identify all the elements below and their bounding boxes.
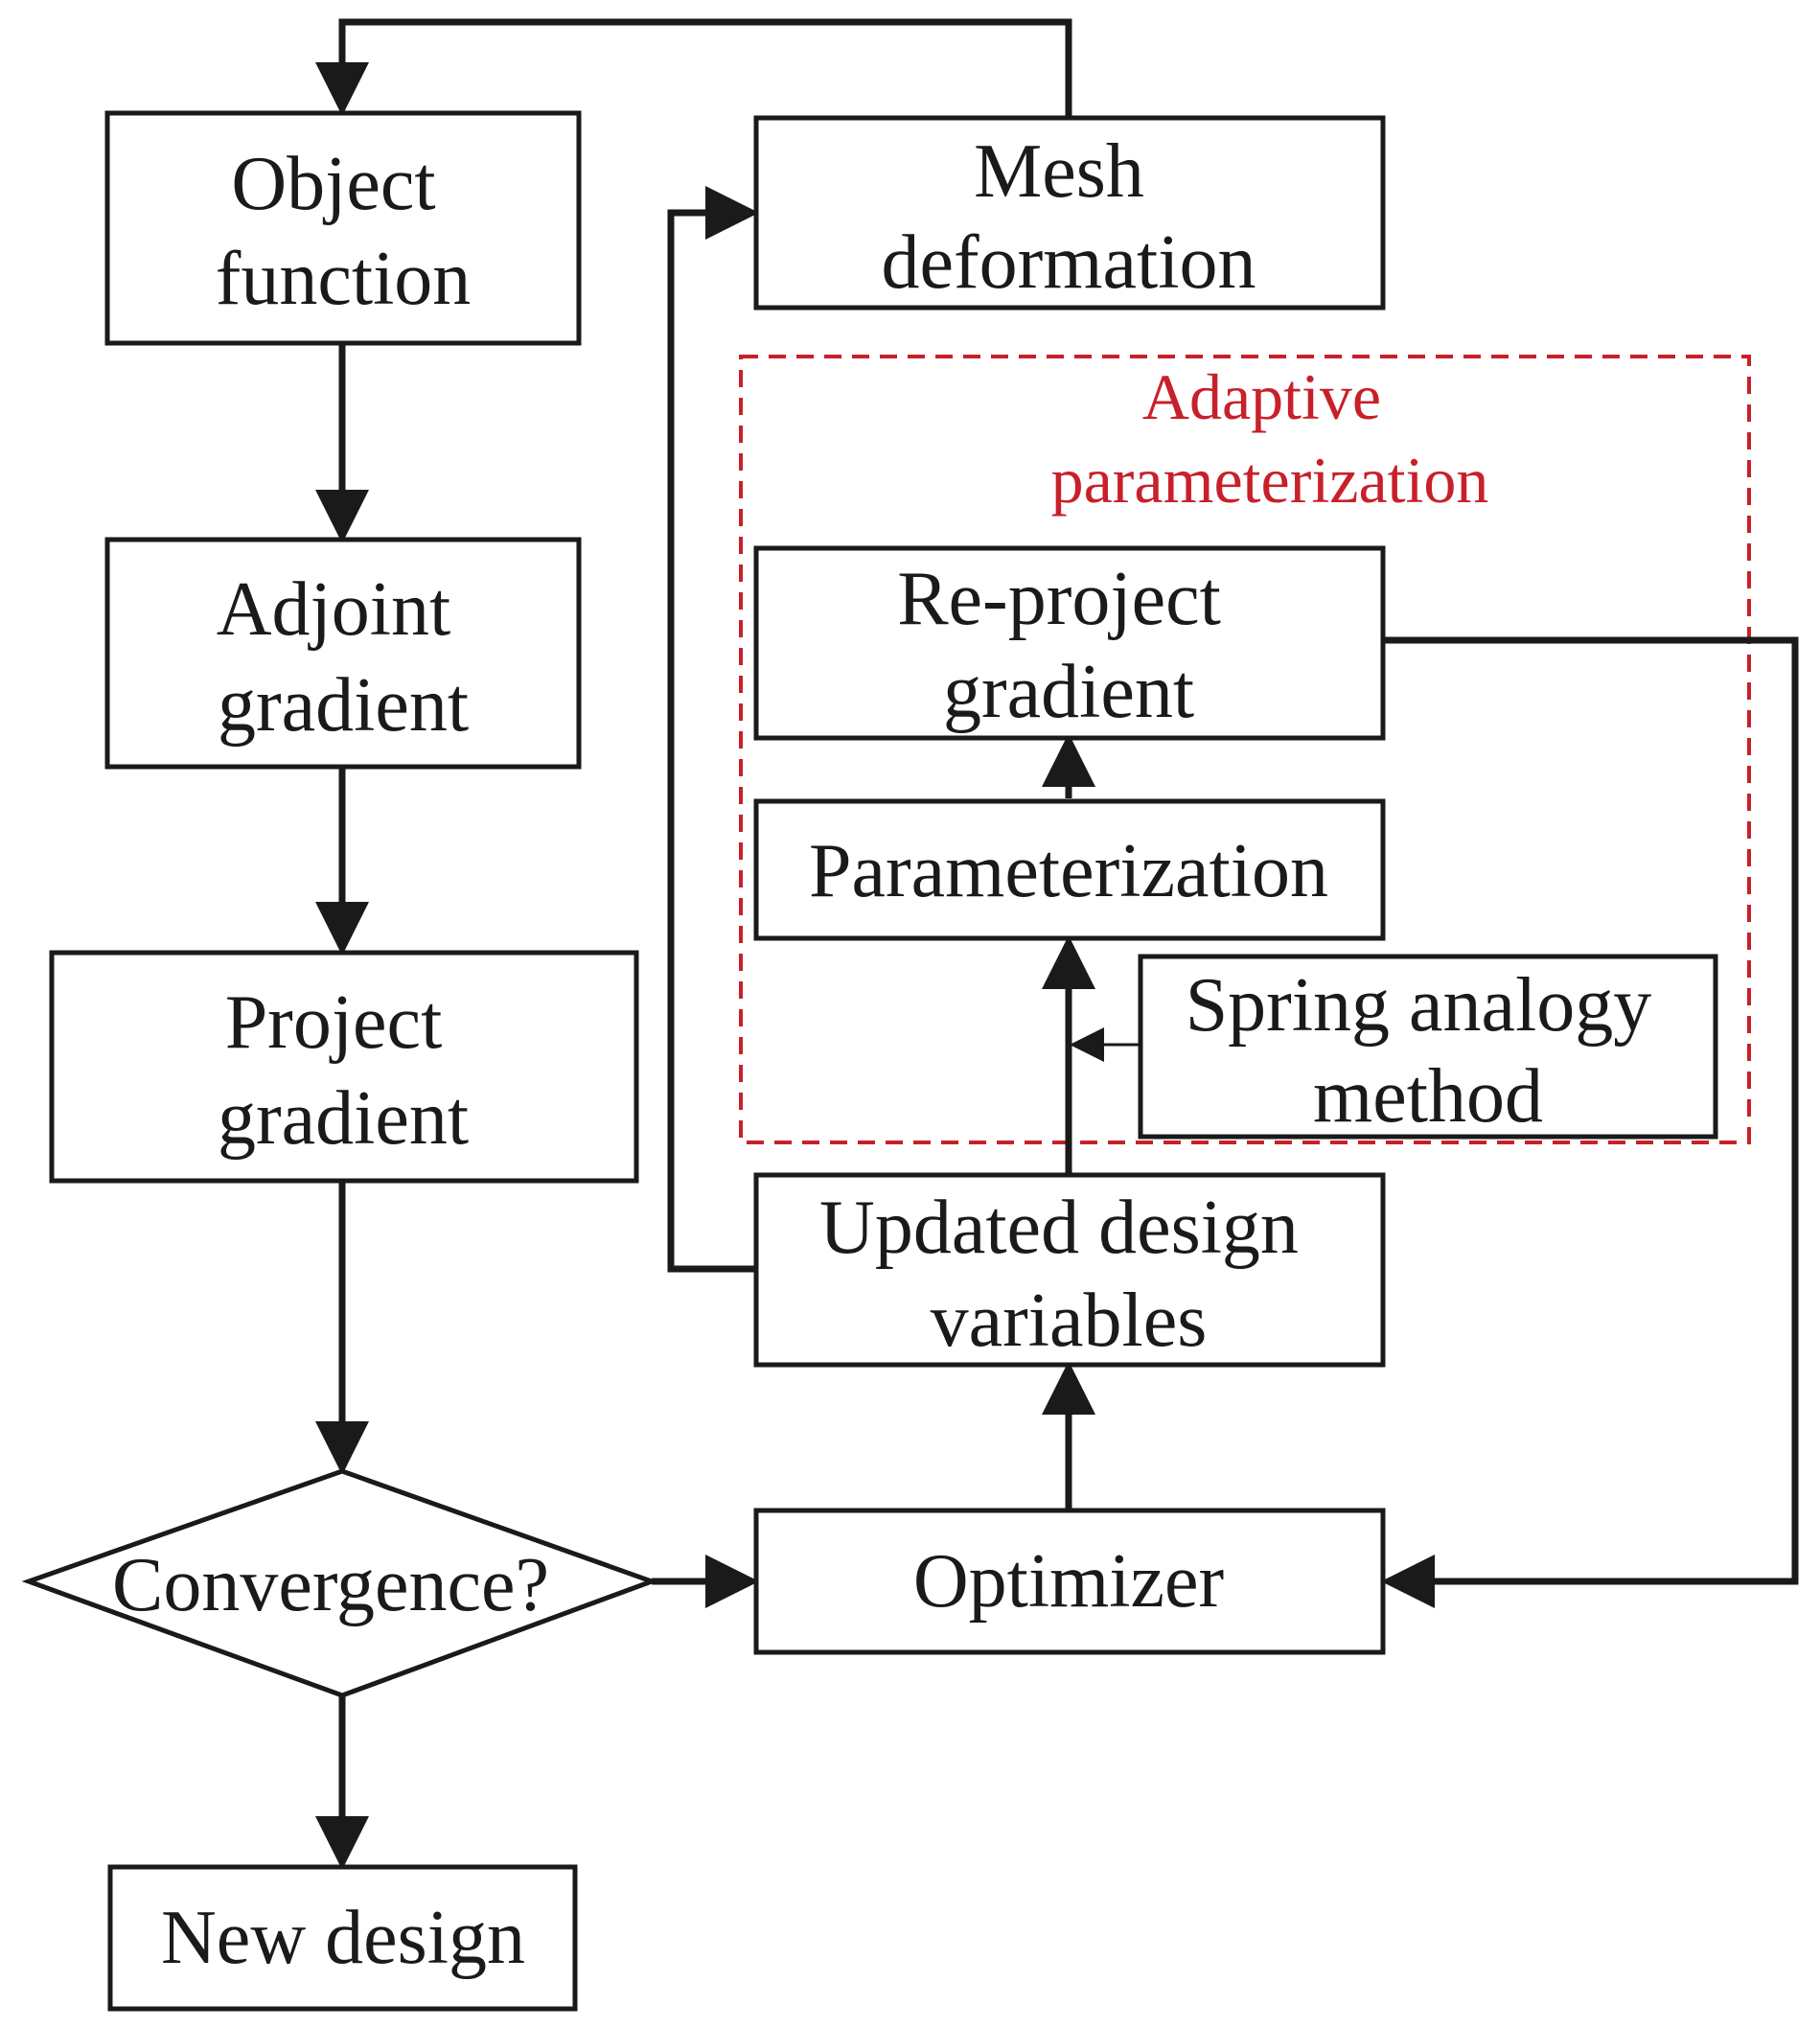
region-label-line-2: parameterization: [1051, 444, 1489, 517]
node-mesh-deformation: Mesh deformation: [753, 115, 1386, 311]
new-design-label: New design: [161, 1896, 525, 1980]
node-convergence: Convergence?: [21, 1468, 659, 1698]
optimizer-label: Optimizer: [913, 1539, 1224, 1624]
svg-text:Adjoint gradient: Adjoint gradient: [217, 567, 470, 748]
svg-text:Convergence?: Convergence?: [112, 1543, 549, 1627]
node-optimizer: Optimizer: [753, 1508, 1386, 1655]
svg-text:Project gradient: Project gradient: [218, 980, 469, 1161]
mesh-deformation-label-2: deformation: [882, 220, 1256, 305]
object-function-label-2: function: [216, 237, 472, 321]
object-function-label-1: Object: [231, 142, 435, 226]
svg-text:Spring analogy method: Spring analogy method: [1186, 963, 1671, 1139]
node-parameterization: Parameterization: [753, 798, 1386, 941]
spring-analogy-label-2: method: [1313, 1054, 1543, 1139]
spring-analogy-label-1: Spring analogy: [1186, 963, 1652, 1048]
svg-text:Re-project gradient: Re-project gradient: [897, 557, 1240, 734]
edges: [315, 18, 1799, 1870]
node-spring-analogy-method: Spring analogy method: [1138, 954, 1718, 1140]
node-project-gradient: Project gradient: [49, 950, 639, 1184]
updated-design-variables-label-2: variables: [931, 1279, 1208, 1363]
project-gradient-label-1: Project: [225, 980, 443, 1065]
node-object-function: Object function: [104, 110, 582, 346]
adaptive-parameterization-region: Adaptive parameterization: [739, 355, 1751, 1144]
svg-text:Parameterization: Parameterization: [809, 829, 1328, 913]
updated-design-variables-label-1: Updated design: [819, 1186, 1299, 1270]
svg-text:Object function: Object function: [216, 142, 472, 321]
node-updated-design-variables: Updated design variables: [753, 1172, 1386, 1368]
region-label-line-1: Adaptive: [1142, 360, 1381, 433]
edge-reproject-to-optimizer: [1381, 636, 1799, 1608]
node-new-design: New design: [107, 1864, 578, 2012]
svg-text:Mesh deformation: Mesh deformation: [882, 129, 1256, 305]
svg-text:Updated design variables: Updated design variables: [819, 1186, 1318, 1363]
svg-text:New design: New design: [161, 1896, 525, 1980]
svg-text:Optimizer: Optimizer: [913, 1539, 1224, 1624]
parameterization-label: Parameterization: [809, 829, 1328, 913]
reproject-gradient-label-1: Re-project: [897, 557, 1221, 641]
edge-mesh-to-object: [315, 18, 1072, 118]
mesh-deformation-label-1: Mesh: [974, 129, 1144, 214]
convergence-label: Convergence?: [112, 1543, 549, 1627]
node-reproject-gradient: Re-project gradient: [753, 545, 1386, 741]
project-gradient-label-2: gradient: [218, 1076, 469, 1161]
adjoint-gradient-label-1: Adjoint: [217, 567, 450, 652]
edge-updated-variables-to-mesh: [667, 186, 759, 1273]
node-adjoint-gradient: Adjoint gradient: [104, 537, 582, 770]
adjoint-gradient-label-2: gradient: [218, 663, 469, 748]
svg-text:Adaptive parameterizatio: Adaptive parameterization: [1051, 360, 1489, 517]
reproject-gradient-label-2: gradient: [943, 650, 1194, 734]
